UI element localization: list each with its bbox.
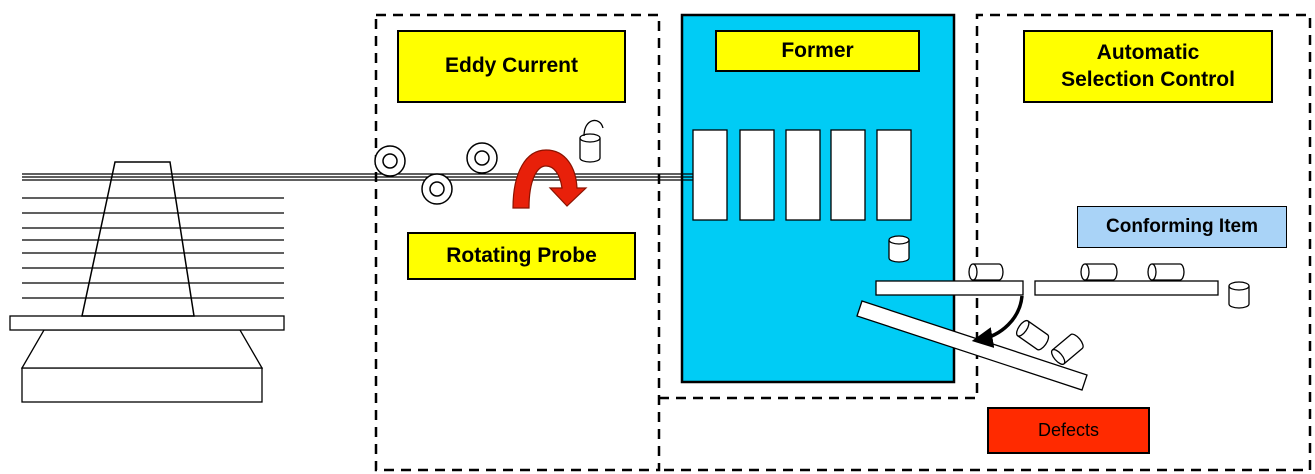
former-label: Former [715,30,920,72]
eddy-current-section-outline [374,13,661,472]
automatic-selection-text-line2: Selection Control [1061,67,1235,91]
wire-coil-stand [9,161,285,403]
automatic-selection-label: Automatic Selection Control [1023,30,1273,103]
cylinder-part-icon [1050,333,1084,365]
roller-icon [374,142,498,205]
rotating-probe-text: Rotating Probe [446,243,597,267]
cylinder-part-icon [579,119,604,163]
cylinder-part-icon [968,263,1004,281]
selection-arrow-icon [971,295,1024,348]
cylinder-part-icon [1015,319,1050,351]
defects-label: Defects [987,407,1150,454]
defects-text: Defects [1037,420,1100,441]
cylinder-part-icon [1147,263,1185,281]
cylinder-part-icon [1080,263,1118,281]
conforming-item-label: Conforming Item [1077,206,1287,248]
rotating-probe-label: Rotating Probe [407,232,636,280]
cylinder-part-icon [888,235,910,263]
conveyor-left [875,280,1024,296]
eddy-current-label: Eddy Current [397,30,626,103]
wire-line [22,173,700,181]
automatic-selection-text-line1: Automatic [1096,41,1200,65]
curved-arrow-icon [512,149,588,209]
cylinder-part-icon [1228,281,1250,309]
automatic-selection-section-outline [659,13,1312,472]
conveyor-right [1034,280,1219,296]
eddy-current-text: Eddy Current [444,54,578,78]
conforming-item-text: Conforming Item [1106,216,1258,238]
former-text: Former [781,38,854,62]
former-dies [692,129,912,221]
